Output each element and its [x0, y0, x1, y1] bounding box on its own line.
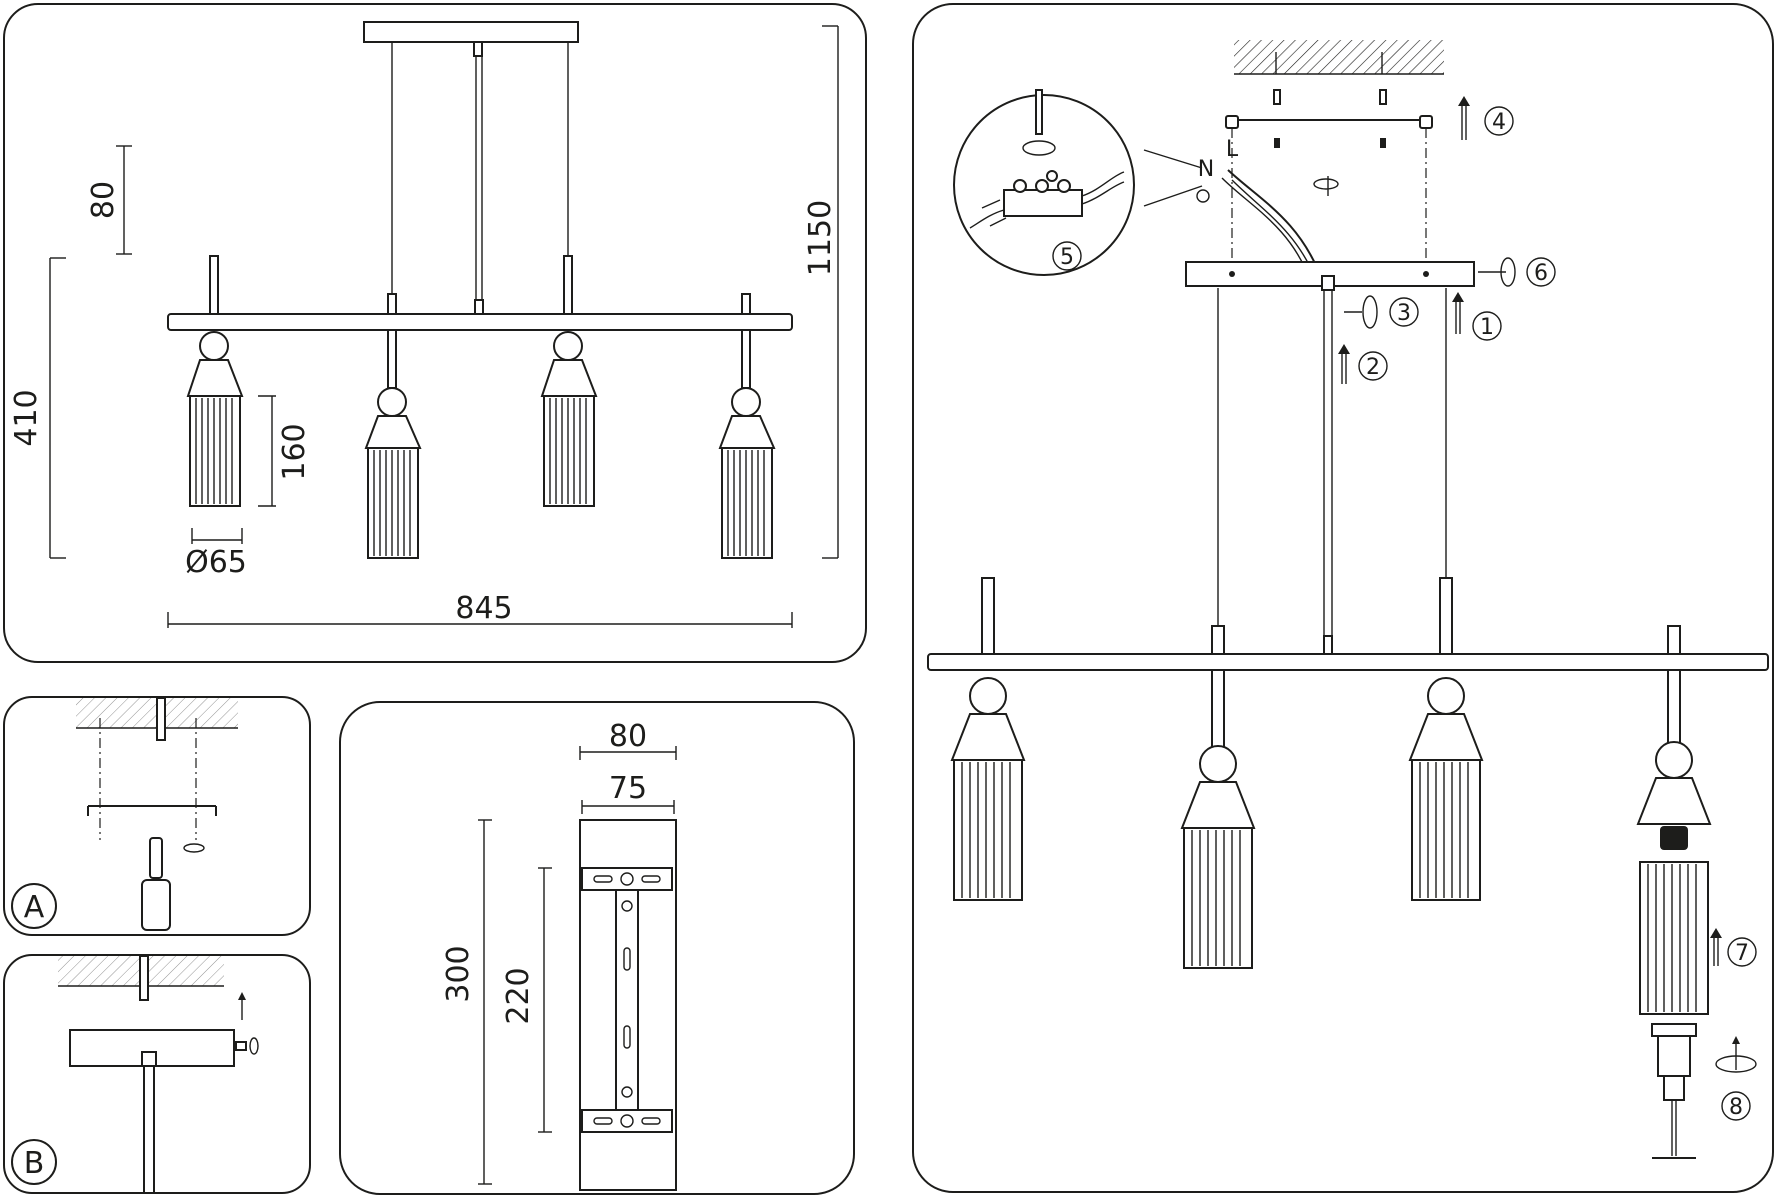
plate-length-outer-label: 300 — [441, 945, 476, 1002]
canopy-plate-panel: 80 75 300 220 — [339, 701, 855, 1195]
step-b-label: B — [24, 1146, 45, 1181]
step-4-label: 4 — [1492, 110, 1506, 135]
step-5-label: 5 — [1060, 245, 1074, 270]
assembly-lamp-1 — [950, 677, 1026, 901]
assembly-panel: 4 N L 5 6 — [912, 3, 1774, 1193]
wire-n-label: N — [1198, 157, 1214, 182]
lamp-4 — [718, 329, 776, 559]
step-a-label: A — [24, 890, 45, 925]
total-height-label: 1150 — [803, 200, 838, 276]
shade-height-label: 160 — [277, 423, 312, 480]
plate-length-inner-label: 220 — [501, 967, 536, 1024]
lamp-3 — [540, 331, 598, 507]
lamp-1 — [186, 331, 244, 507]
step-8-label: 8 — [1729, 1095, 1743, 1120]
mount-step-b-panel: B — [3, 954, 311, 1194]
wire-l-label: L — [1226, 137, 1239, 162]
mount-step-a-panel: A — [3, 696, 311, 936]
step-7-label: 7 — [1735, 941, 1749, 966]
assembly-lamp-2 — [1180, 669, 1256, 969]
step-6-label: 6 — [1534, 261, 1548, 286]
plate-width-inner-label: 75 — [609, 771, 647, 806]
shade-diameter-label: Ø65 — [185, 545, 247, 580]
step-1-label: 1 — [1480, 315, 1494, 340]
fixture-height-label: 410 — [9, 389, 44, 446]
canopy-height-label: 80 — [86, 181, 121, 219]
assembly-lamp-3 — [1408, 677, 1484, 901]
plate-width-outer-label: 80 — [609, 719, 647, 754]
lamp-2 — [364, 329, 422, 559]
total-width-label: 845 — [455, 591, 512, 626]
dimensions-panel: 80 410 160 Ø65 845 1150 — [3, 3, 867, 663]
assembly-lamp-4-exploded — [1636, 669, 1712, 1159]
step-3-label: 3 — [1397, 301, 1411, 326]
step-2-label: 2 — [1366, 355, 1380, 380]
